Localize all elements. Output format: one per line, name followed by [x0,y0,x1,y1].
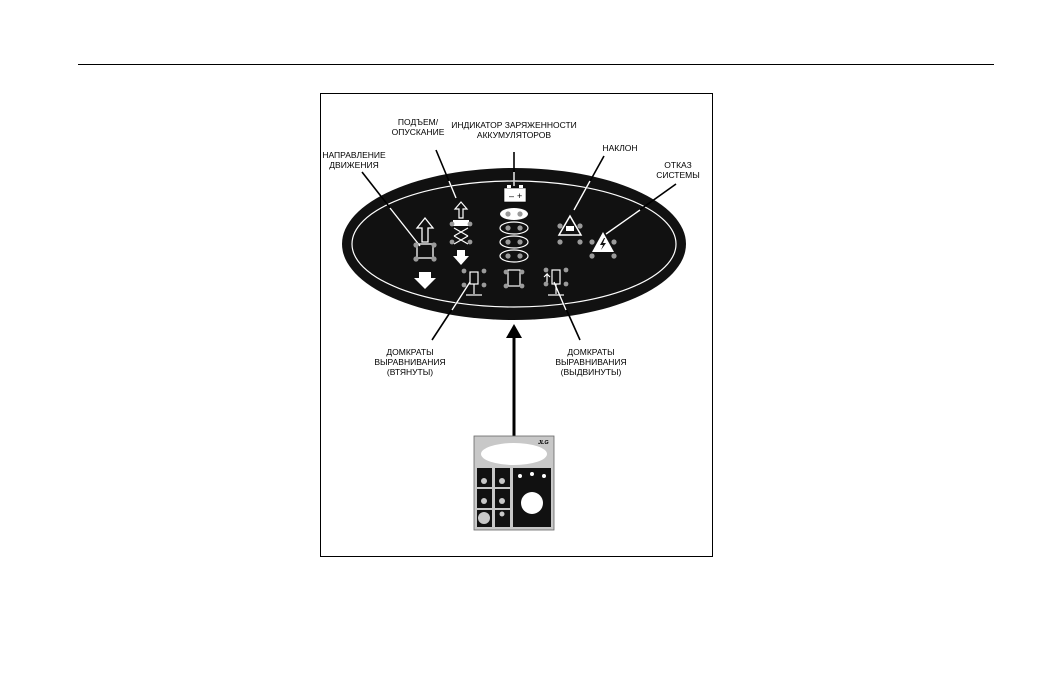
label-tilt: НАКЛОН [590,143,650,153]
battery-plus: + [517,191,522,201]
control-box: JLG [474,436,554,530]
label-drive-direction: НАПРАВЛЕНИЕ ДВИЖЕНИЯ [314,150,394,170]
pointer-arrow [506,324,522,440]
label-jacks-extended: ДОМКРАТЫ ВЫРАВНИВАНИЯ (ВЫДВИНУТЫ) [536,347,646,377]
label-jacks-retracted: ДОМКРАТЫ ВЫРАВНИВАНИЯ (ВТЯНУТЫ) [360,347,460,377]
battery-minus: – [509,191,514,201]
control-box-brand: JLG [538,440,549,446]
control-box-display [481,443,547,465]
label-battery-indicator: ИНДИКАТОР ЗАРЯЖЕННОСТИ АККУМУЛЯТОРОВ [446,120,582,140]
label-system-fault: ОТКАЗ СИСТЕМЫ [648,160,708,180]
joystick [521,492,543,514]
